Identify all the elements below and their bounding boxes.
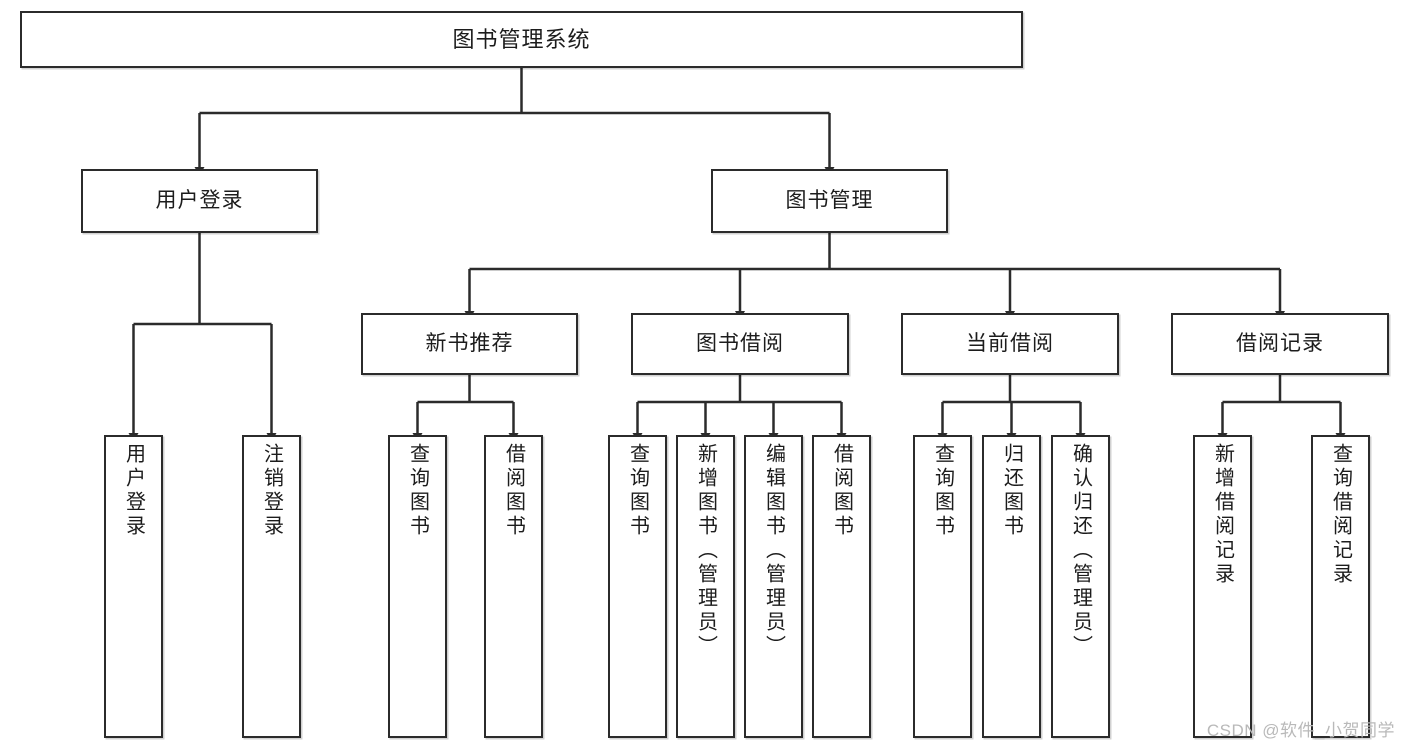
node-leaf-rec-query-book[interactable]: 查询图书	[388, 435, 447, 738]
node-label: 新书推荐	[425, 331, 514, 355]
node-label: 借阅图书	[502, 443, 525, 539]
watermark-text: CSDN @软件_小贺同学	[1206, 721, 1395, 740]
node-leaf-borrow-book[interactable]: 借阅图书	[812, 435, 871, 738]
node-label: 查询图书	[931, 443, 954, 539]
node-leaf-cur-query-book[interactable]: 查询图书	[913, 435, 972, 738]
node-label: 借阅记录	[1236, 331, 1324, 355]
node-leaf-confirm-return[interactable]: 确认归还（管理员）	[1051, 435, 1110, 738]
node-leaf-user-logout[interactable]: 注销登录	[242, 435, 301, 738]
node-book-borrow[interactable]: 图书借阅	[631, 313, 849, 375]
node-leaf-return-book[interactable]: 归还图书	[982, 435, 1041, 738]
node-label: 借阅图书	[830, 443, 853, 539]
node-label: 图书管理	[785, 188, 874, 212]
node-leaf-borrow-query-book[interactable]: 查询图书	[608, 435, 667, 738]
node-borrow-record[interactable]: 借阅记录	[1171, 313, 1389, 375]
node-leaf-add-record[interactable]: 新增借阅记录	[1193, 435, 1252, 738]
node-label: 图书借阅	[696, 331, 784, 355]
node-label: 用户登录	[122, 443, 145, 539]
node-label: 新增借阅记录	[1211, 443, 1234, 587]
node-book-manage[interactable]: 图书管理	[711, 169, 948, 233]
node-root[interactable]: 图书管理系统	[20, 11, 1023, 68]
node-current-borrow[interactable]: 当前借阅	[901, 313, 1119, 375]
node-label: 图书管理系统	[452, 26, 591, 52]
node-label: 确认归还（管理员）	[1069, 443, 1092, 659]
node-new-book-rec[interactable]: 新书推荐	[361, 313, 578, 375]
node-leaf-edit-book[interactable]: 编辑图书（管理员）	[744, 435, 803, 738]
node-leaf-add-book[interactable]: 新增图书（管理员）	[676, 435, 735, 738]
node-label: 新增图书（管理员）	[694, 443, 717, 659]
node-leaf-user-login[interactable]: 用户登录	[104, 435, 163, 738]
node-label: 用户登录	[155, 188, 244, 212]
node-user-login[interactable]: 用户登录	[81, 169, 318, 233]
node-leaf-query-record[interactable]: 查询借阅记录	[1311, 435, 1370, 738]
node-label: 当前借阅	[966, 331, 1054, 355]
node-label: 查询图书	[626, 443, 649, 539]
node-label: 归还图书	[1000, 443, 1023, 539]
node-label: 编辑图书（管理员）	[762, 443, 785, 659]
node-label: 注销登录	[260, 443, 283, 539]
node-label: 查询借阅记录	[1329, 443, 1352, 587]
node-label: 查询图书	[406, 443, 429, 539]
node-leaf-rec-borrow-book[interactable]: 借阅图书	[484, 435, 543, 738]
